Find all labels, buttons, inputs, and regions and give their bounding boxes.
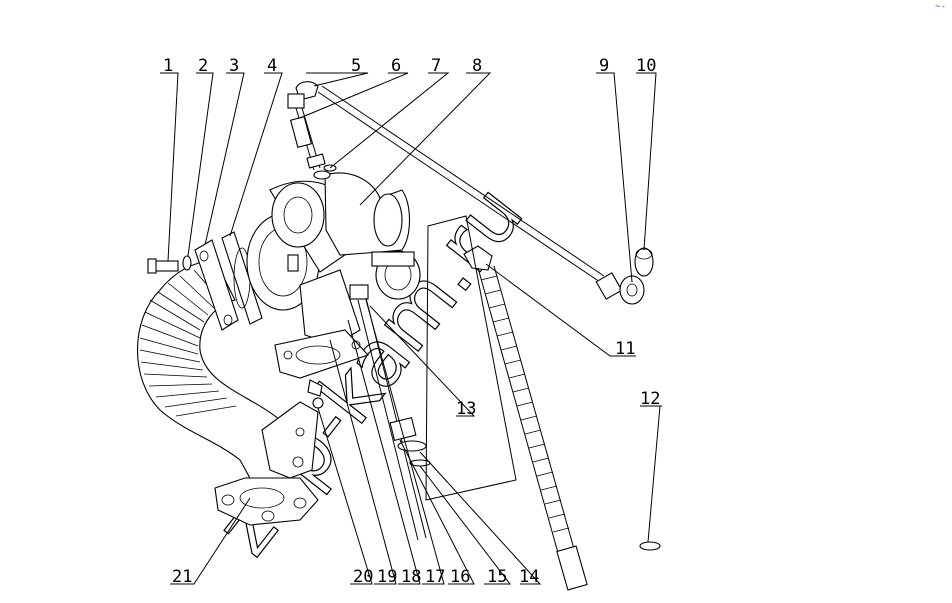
callout-8: 8 <box>472 56 482 76</box>
callout-11: 11 <box>615 339 635 359</box>
callout-21: 21 <box>172 567 192 587</box>
turbocharger <box>246 172 421 379</box>
callout-19: 19 <box>377 567 397 587</box>
flange-3 <box>194 239 239 331</box>
callout-20: 20 <box>353 567 373 587</box>
drain-hose-11 <box>463 245 588 591</box>
callout-9: 9 <box>599 56 609 76</box>
callout-10: 10 <box>636 56 656 76</box>
oil-feed-line <box>287 81 654 305</box>
leader-lines <box>160 72 662 585</box>
callout-7: 7 <box>431 56 441 76</box>
exhaust-elbow-pipe <box>137 259 319 526</box>
callout-13: 13 <box>456 399 476 419</box>
callout-1: 1 <box>163 56 173 76</box>
callout-16: 16 <box>450 567 470 587</box>
callout-labels: 1 2 3 4 5 6 7 8 9 10 11 12 13 14 15 16 1… <box>163 56 660 587</box>
callout-14: 14 <box>519 567 539 587</box>
part-12 <box>639 405 661 551</box>
callout-5: 5 <box>351 56 361 76</box>
callout-12: 12 <box>640 389 660 409</box>
callout-18: 18 <box>401 567 421 587</box>
callout-6: 6 <box>391 56 401 76</box>
washer-2 <box>182 255 192 271</box>
callout-2: 2 <box>198 56 208 76</box>
callout-15: 15 <box>487 567 507 587</box>
bolt-1 <box>147 258 179 274</box>
callout-4: 4 <box>267 56 277 76</box>
callout-17: 17 <box>425 567 445 587</box>
callout-3: 3 <box>229 56 239 76</box>
group-frame <box>425 215 517 501</box>
corner-mark: ~- <box>935 2 946 12</box>
